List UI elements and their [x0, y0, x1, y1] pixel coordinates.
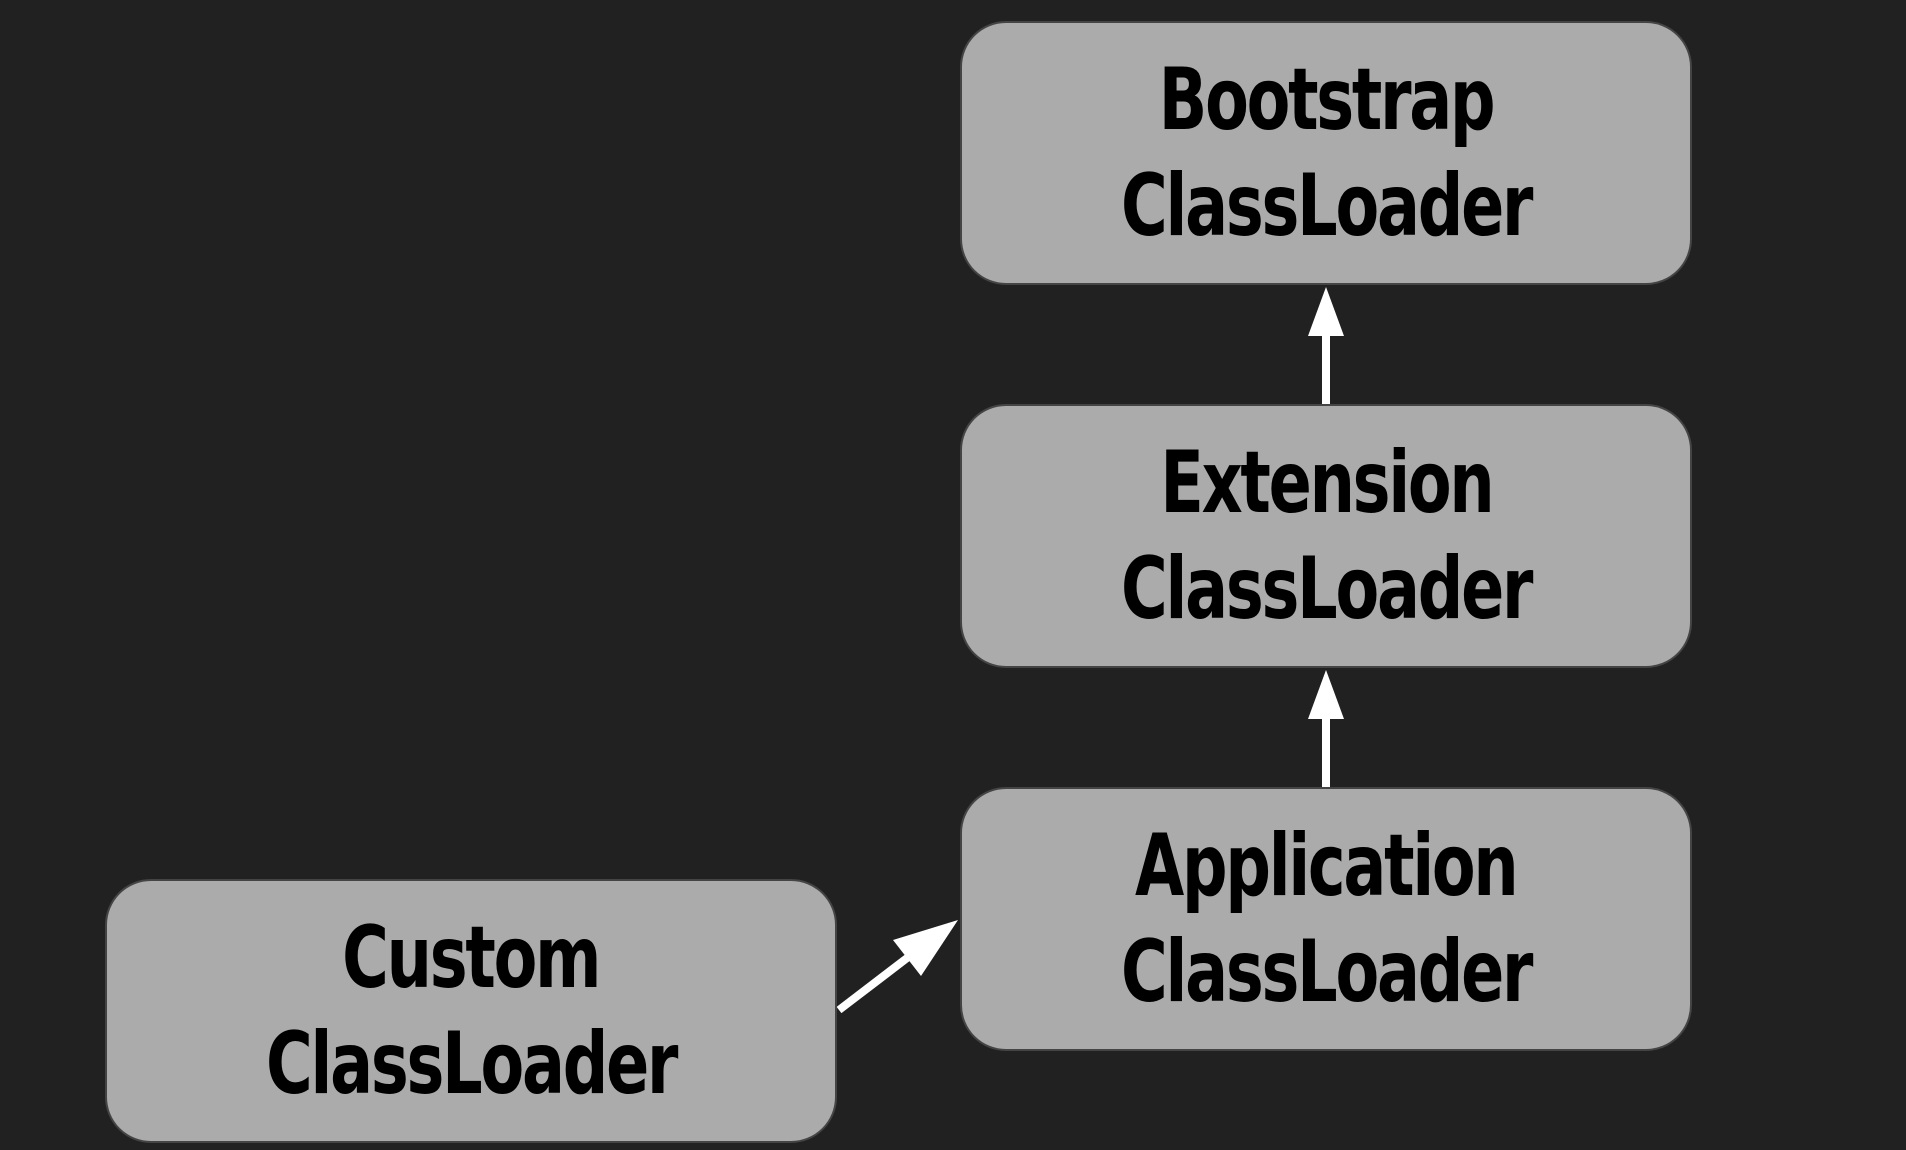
bootstrap-classloader-line2: ClassLoader: [1120, 156, 1533, 256]
extension-classloader-line2: ClassLoader: [1120, 539, 1533, 639]
custom-classloader-line2: ClassLoader: [265, 1014, 678, 1114]
arrow-application-to-extension-head: [1308, 670, 1344, 719]
application-classloader-node: Application ClassLoader: [960, 787, 1692, 1051]
extension-classloader-node: Extension ClassLoader: [960, 404, 1692, 668]
extension-classloader-line1: Extension: [1159, 433, 1494, 533]
bootstrap-classloader-line1: Bootstrap: [1158, 50, 1496, 150]
custom-classloader-line1: Custom: [342, 908, 601, 1008]
custom-classloader-node: Custom ClassLoader: [105, 879, 837, 1143]
arrow-extension-to-bootstrap-head: [1308, 287, 1344, 336]
arrow-extension-to-bootstrap: [1308, 287, 1344, 404]
application-classloader-line1: Application: [1135, 816, 1519, 916]
bootstrap-classloader-node: Bootstrap ClassLoader: [960, 21, 1692, 285]
arrow-application-to-extension: [1308, 670, 1344, 787]
application-classloader-line2: ClassLoader: [1120, 922, 1533, 1022]
arrow-custom-to-application-head: [893, 920, 958, 976]
arrow-custom-to-application-shaft: [836, 951, 914, 1014]
arrow-custom-to-application: [836, 920, 958, 1014]
